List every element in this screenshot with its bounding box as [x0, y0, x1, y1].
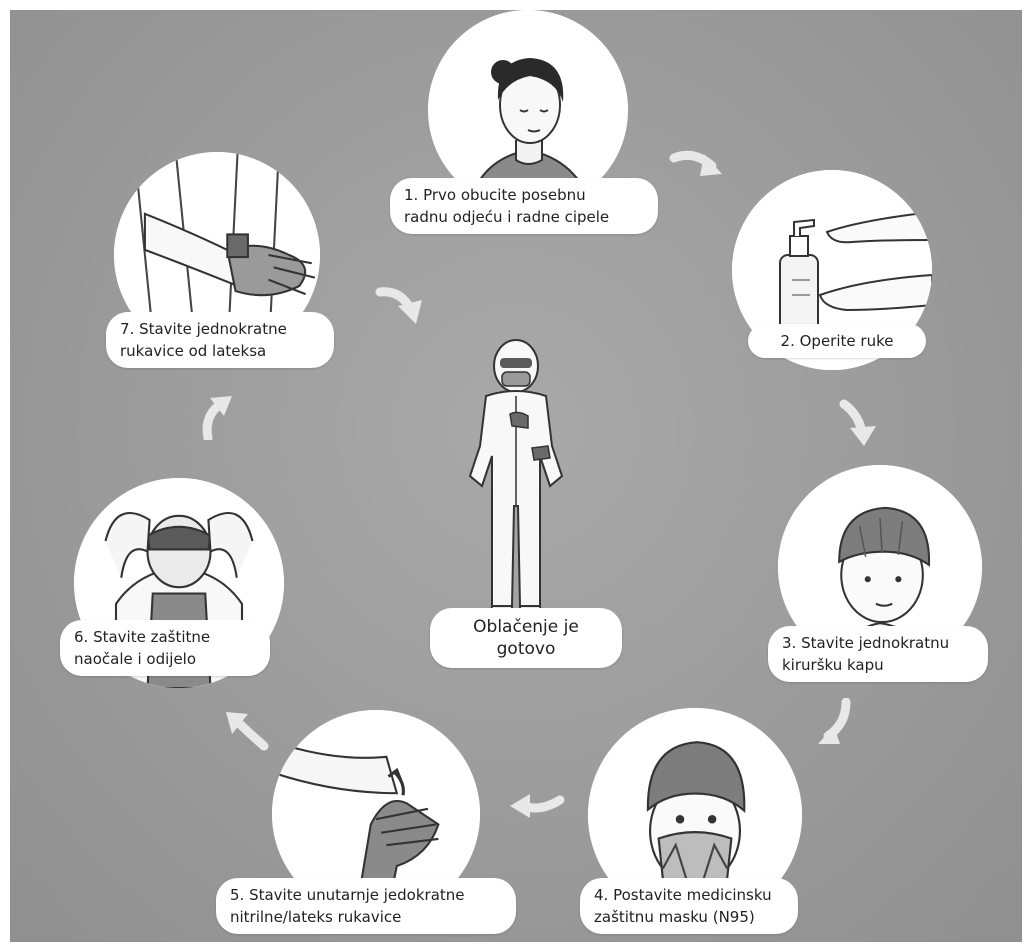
step-4-label: 4. Postavite medicinsku zaštitnu masku (… — [580, 878, 798, 934]
curved-arrow-icon — [669, 150, 722, 176]
curved-arrow-icon — [839, 399, 876, 446]
center-ppe-figure — [462, 336, 570, 624]
arrow-1-to-2 — [668, 140, 728, 190]
center-label: Oblačenje je gotovo — [430, 608, 622, 668]
curved-arrow-icon — [818, 697, 851, 744]
ppe-donning-diagram: 1. Prvo obucite posebnu radnu odjeću i r… — [10, 10, 1022, 942]
arrow-3-to-4 — [808, 697, 868, 748]
step-5-label: 5. Stavite unutarnje jedokratne nitrilne… — [216, 878, 516, 934]
arrow-2-to-3 — [834, 398, 894, 448]
arrow-7-to-center — [374, 278, 434, 328]
arrow-6-to-7 — [188, 390, 248, 443]
arrow-4-to-5 — [506, 778, 566, 828]
curved-arrow-icon — [375, 287, 422, 324]
full-ppe-figure-icon — [468, 339, 564, 619]
step-7-label: 7. Stavite jednokratne rukavice od latek… — [106, 312, 334, 368]
step-1-illustration — [428, 10, 628, 210]
arrow-5-to-6 — [218, 704, 278, 754]
step-6-label: 6. Stavite zaštitne naočale i odijelo — [60, 620, 270, 676]
step-2-label: 2. Operite ruke — [748, 324, 926, 358]
outer-gloves-icon — [114, 152, 320, 358]
step-3-label: 3. Stavite jednokratnu kiruršku kapu — [768, 626, 988, 682]
curved-arrow-icon — [202, 396, 232, 443]
woman-workwear-icon — [428, 10, 628, 210]
step-1-label: 1. Prvo obucite posebnu radnu odjeću i r… — [390, 178, 658, 234]
curved-arrow-icon — [226, 712, 269, 751]
curved-arrow-icon — [510, 794, 565, 818]
